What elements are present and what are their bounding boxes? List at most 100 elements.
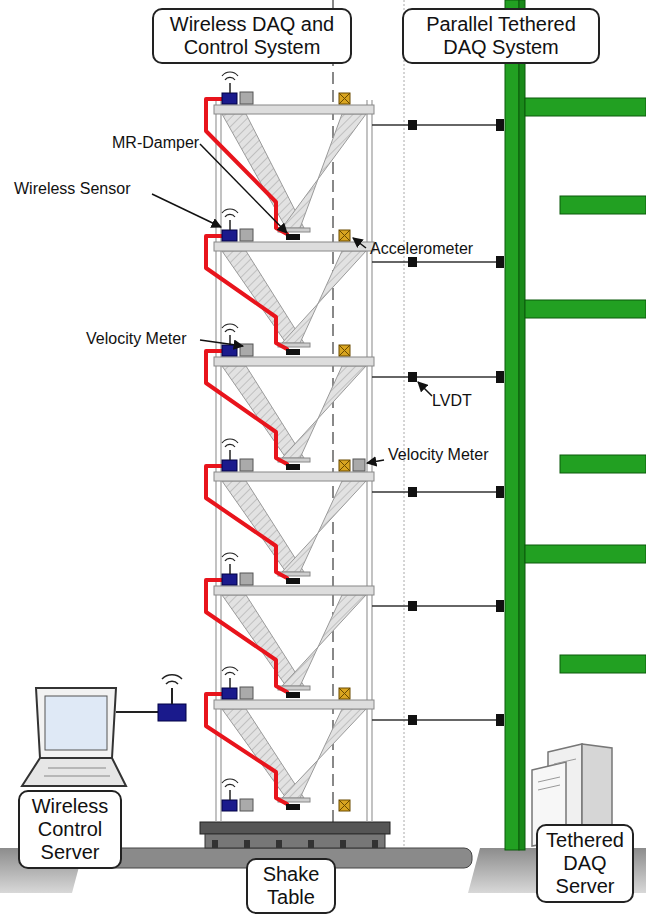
bolt [308, 840, 314, 848]
antenna [222, 72, 238, 80]
callout-label: Velocity Meter [388, 446, 488, 464]
accelerometer [339, 800, 350, 811]
velocity-meter [240, 92, 253, 104]
center-line [332, 0, 334, 850]
accelerometer [339, 230, 350, 241]
lvdt-rod [372, 719, 500, 721]
lvdt-mount [496, 371, 504, 383]
lvdt-rod [372, 376, 500, 378]
accelerometer [339, 230, 350, 241]
label-box: Wireless Control Server [18, 790, 122, 869]
callout-label: LVDT [432, 392, 472, 410]
brace [282, 481, 366, 572]
accelerometer [339, 688, 350, 699]
antenna [222, 324, 238, 332]
lvdt-rod [372, 124, 500, 126]
antenna [229, 564, 231, 574]
velocity-meter [240, 687, 253, 699]
control-cable [206, 580, 287, 692]
brace [282, 595, 366, 686]
velocity-meter [240, 459, 253, 471]
label-box: Parallel Tethered DAQ System [402, 8, 600, 64]
lvdt-mount [496, 119, 504, 131]
column [220, 100, 221, 822]
brace [282, 709, 366, 798]
accelerometer [339, 688, 350, 699]
brace [282, 366, 366, 458]
column [371, 100, 372, 822]
lvdt-rod [372, 605, 500, 607]
divider-line [404, 0, 405, 850]
callout-text: Wireless Sensor [14, 180, 130, 197]
antenna [222, 553, 238, 561]
bolt [372, 840, 378, 848]
callout-text: Accelerometer [370, 240, 473, 257]
bolt [244, 840, 250, 848]
antenna [222, 779, 238, 787]
callout-label: Velocity Meter [86, 330, 186, 348]
brace [282, 251, 366, 343]
control-cable [206, 694, 287, 804]
bolt [340, 840, 346, 848]
box-text: Tethered DAQ Server [544, 829, 626, 898]
mr-damper [286, 464, 300, 470]
floor-plate [214, 357, 374, 366]
wireless-sensor [222, 688, 237, 699]
label-box: Wireless DAQ and Control System [152, 8, 352, 64]
lvdt-mount [496, 600, 504, 612]
accelerometer [339, 93, 350, 104]
control-cable [206, 99, 287, 234]
callout-label: Accelerometer [370, 240, 473, 258]
box-text: Wireless Control Server [26, 795, 114, 864]
callout-label: MR-Damper [112, 134, 199, 152]
lvdt [408, 601, 417, 611]
accelerometer [339, 460, 350, 471]
floor-plate [214, 472, 374, 481]
velocity-meter [240, 573, 253, 585]
floor-plate [214, 700, 374, 709]
wireless-sensor [222, 230, 237, 241]
velocity-meter [353, 459, 365, 471]
control-cable [206, 466, 287, 578]
antenna [229, 790, 231, 800]
box-text: Shake Table [254, 863, 328, 909]
laptop-icon [22, 675, 186, 786]
leader-lines [152, 144, 432, 463]
lvdt-mount [496, 486, 504, 498]
base-plate [200, 822, 390, 834]
reaction-frame [505, 0, 646, 850]
bolt [276, 840, 282, 848]
floor-plate [214, 105, 374, 114]
brace [222, 481, 304, 572]
wireless-sensor [222, 800, 237, 811]
lvdt [408, 372, 417, 382]
brace [222, 251, 304, 343]
bolt [212, 840, 218, 848]
callout-text: Velocity Meter [388, 446, 488, 463]
lvdt-rod [372, 491, 500, 493]
antenna [222, 209, 238, 217]
wireless-sensor [222, 574, 237, 585]
callout-label: Wireless Sensor [14, 180, 130, 198]
lvdt-mount [496, 714, 504, 726]
antenna [229, 450, 231, 460]
box-text: Wireless DAQ and Control System [160, 13, 344, 59]
floor-plate [214, 242, 374, 251]
mr-damper [286, 804, 300, 810]
column [215, 100, 216, 822]
antenna [222, 667, 238, 675]
steel-frame [206, 72, 504, 848]
mr-damper [286, 578, 300, 584]
accelerometer [339, 800, 350, 811]
antenna [229, 83, 231, 93]
lvdt [408, 487, 417, 497]
floor-plate [214, 586, 374, 595]
mr-damper [286, 234, 300, 240]
velocity-meter [240, 799, 253, 811]
wireless-sensor [222, 460, 237, 471]
lvdt [408, 257, 417, 267]
base-plate [205, 834, 385, 848]
column [366, 100, 367, 822]
lvdt [408, 120, 417, 130]
